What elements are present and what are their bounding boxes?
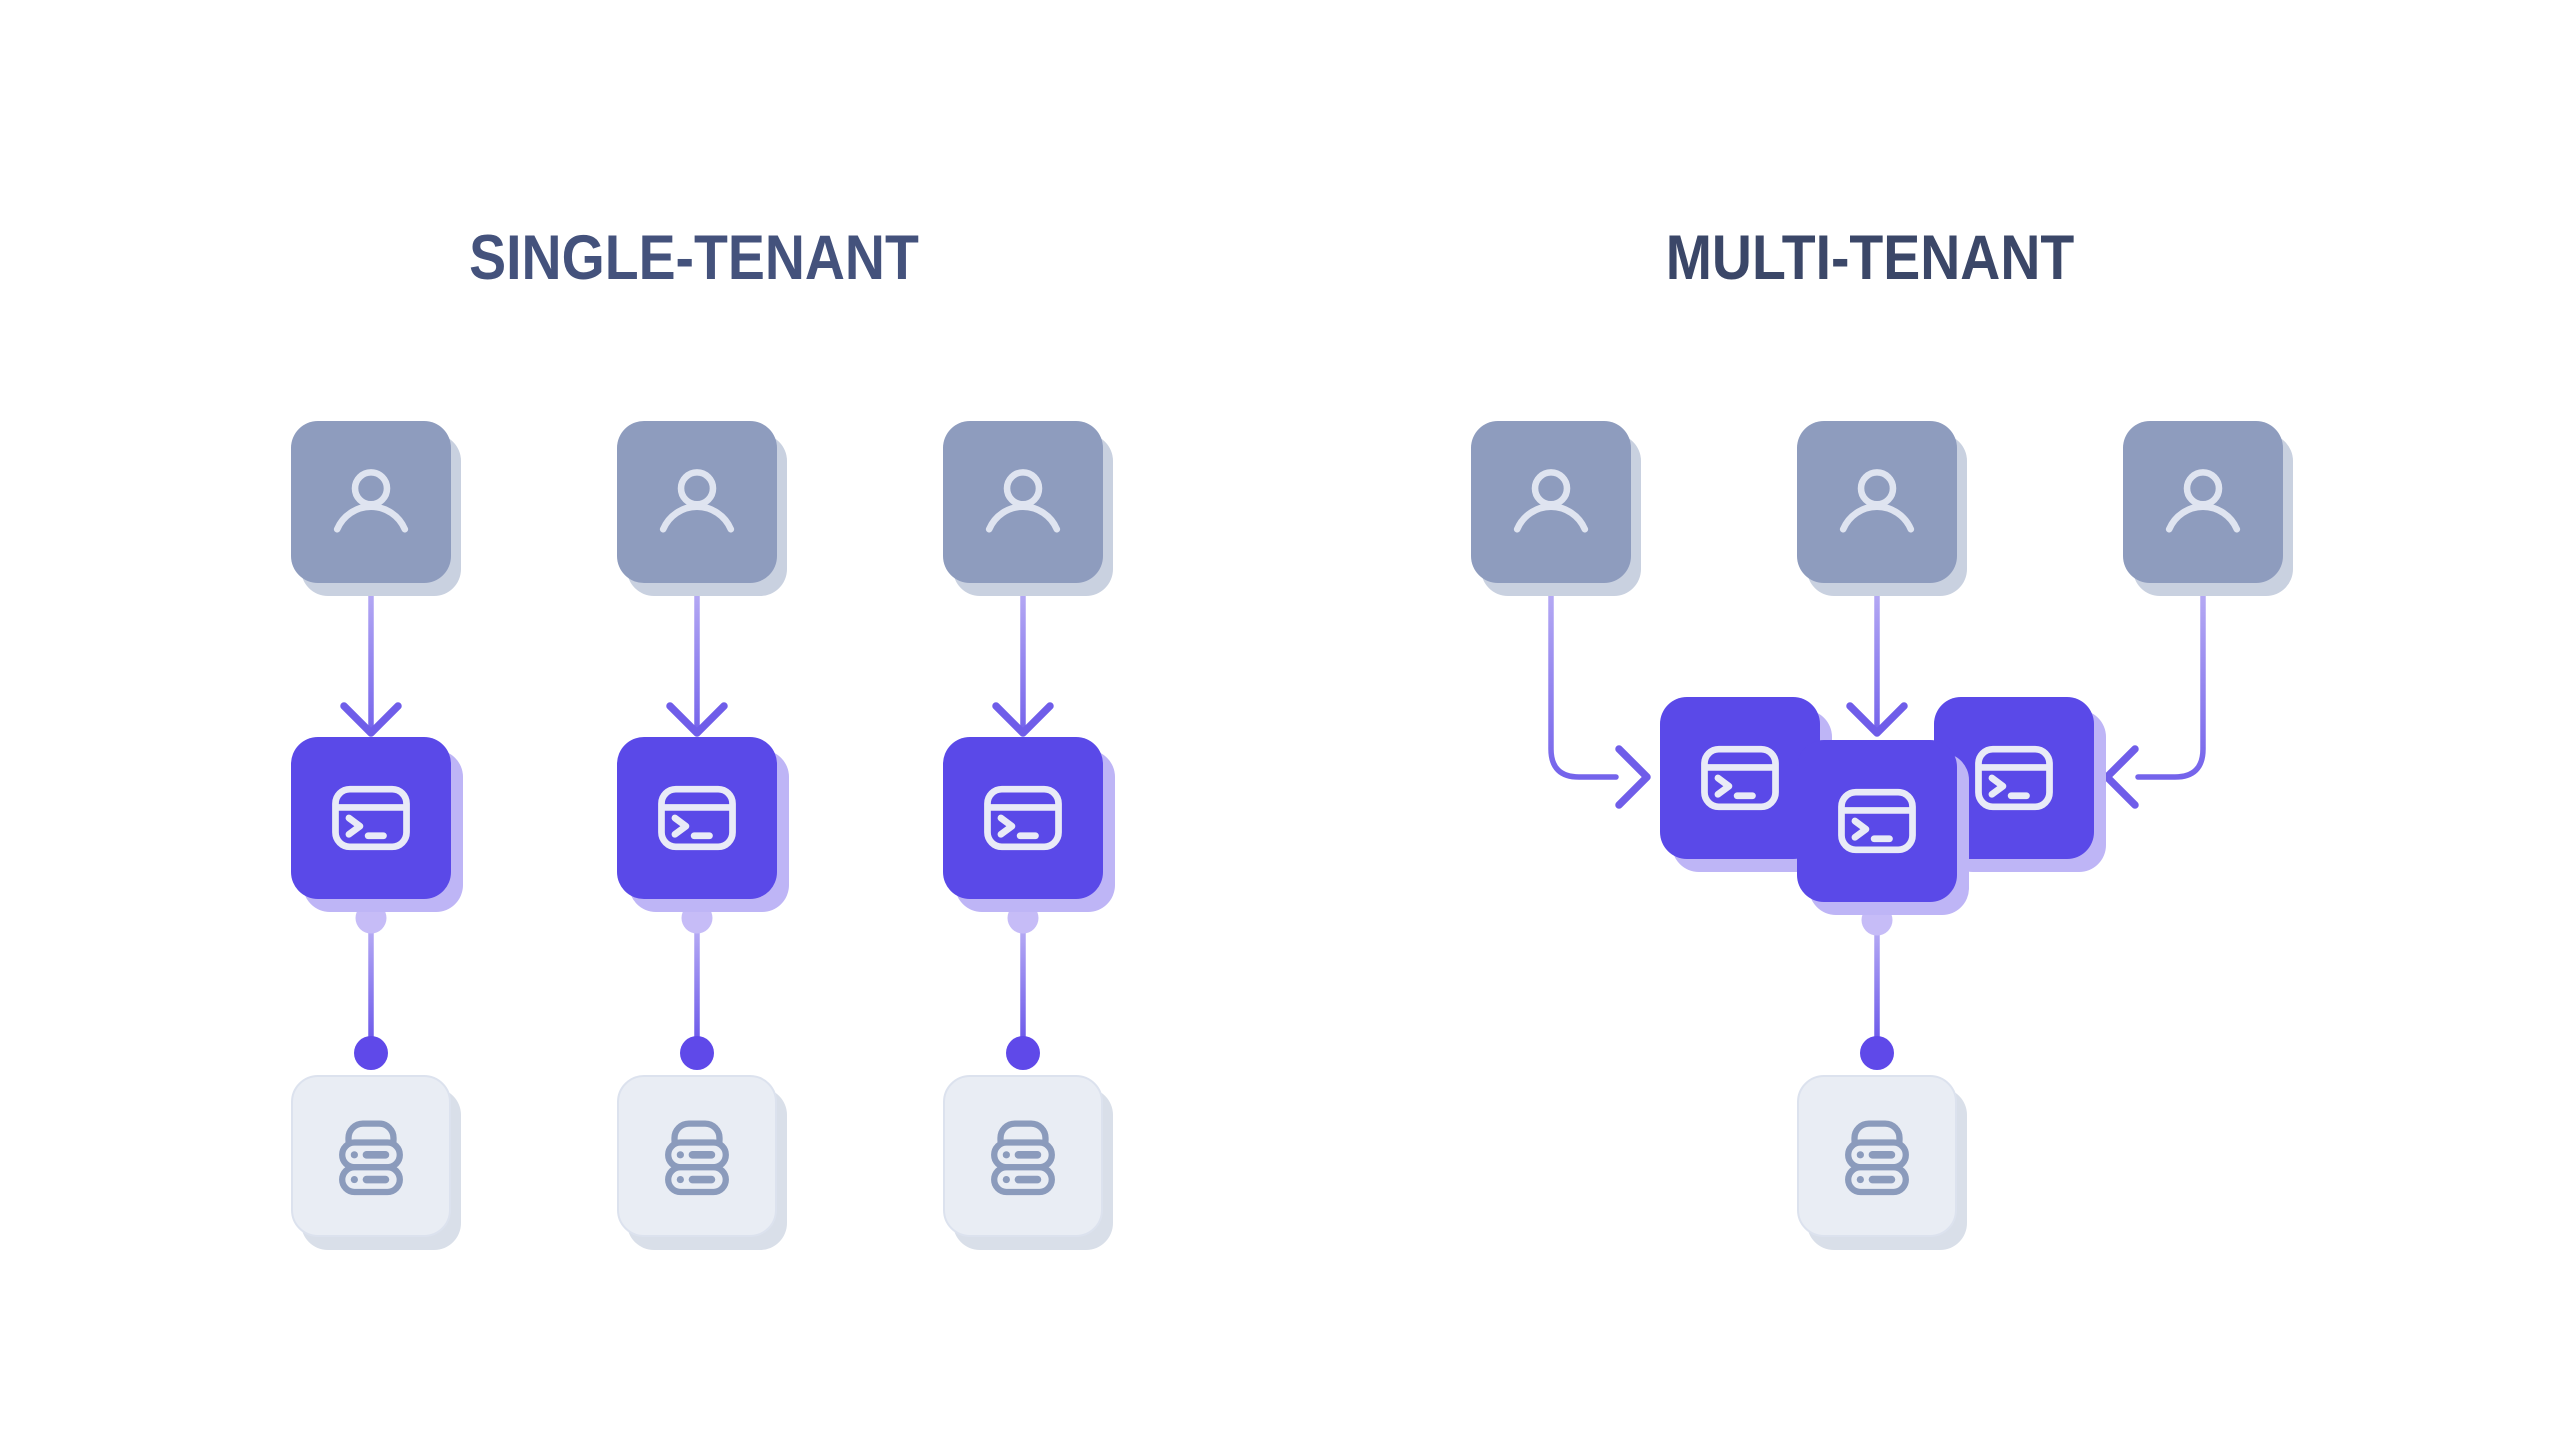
server-stack-icon	[978, 1111, 1068, 1201]
terminal-window-icon	[1966, 730, 2062, 826]
user-node	[291, 421, 451, 583]
app-terminal-node	[1660, 697, 1820, 859]
database-node	[1797, 1075, 1957, 1237]
single-tenant-title: SINGLE-TENANT	[469, 223, 919, 293]
terminal-window-icon	[323, 770, 419, 866]
app-terminal-node	[1797, 740, 1957, 902]
multi-tenant-title: MULTI-TENANT	[1665, 223, 2075, 293]
server-stack-icon	[652, 1111, 742, 1201]
app-terminal-node	[291, 737, 451, 899]
app-terminal-node	[1934, 697, 2094, 859]
terminal-window-icon	[975, 770, 1071, 866]
user-node	[943, 421, 1103, 583]
server-stack-icon	[1832, 1111, 1922, 1201]
connector-app-to-db	[354, 902, 1040, 1070]
terminal-window-icon	[649, 770, 745, 866]
arrow-user-to-app	[340, 582, 1054, 737]
user-icon	[2156, 455, 2250, 549]
connector-cluster-to-db	[1860, 904, 1894, 1070]
database-node	[291, 1075, 451, 1237]
user-node	[1797, 421, 1957, 583]
user-icon	[1830, 455, 1924, 549]
app-terminal-node	[617, 737, 777, 899]
database-node	[943, 1075, 1103, 1237]
database-node	[617, 1075, 777, 1237]
server-stack-icon	[326, 1111, 416, 1201]
arrow-users-to-cluster	[1548, 582, 2206, 809]
terminal-window-icon	[1829, 773, 1925, 869]
user-icon	[650, 455, 744, 549]
user-icon	[324, 455, 418, 549]
user-icon	[976, 455, 1070, 549]
user-node	[1471, 421, 1631, 583]
terminal-window-icon	[1692, 730, 1788, 826]
app-terminal-node	[943, 737, 1103, 899]
user-icon	[1504, 455, 1598, 549]
user-node	[617, 421, 777, 583]
user-node	[2123, 421, 2283, 583]
